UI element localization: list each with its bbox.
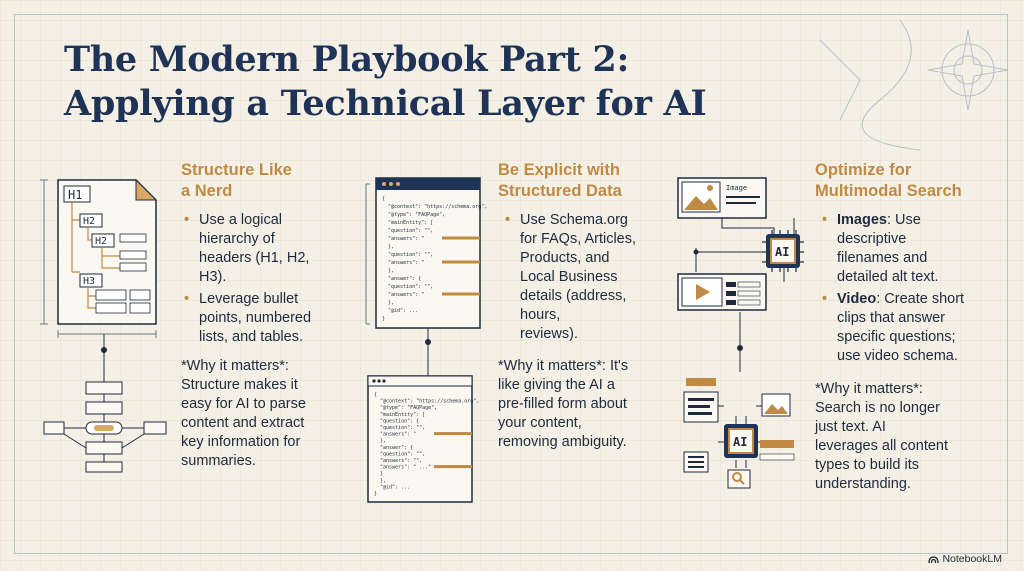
code-line: } bbox=[382, 316, 385, 322]
bullet-label: Images bbox=[837, 212, 887, 228]
magnifier-icon bbox=[732, 472, 745, 485]
heading-line: Structure Like bbox=[181, 161, 292, 179]
code-line: }, bbox=[388, 244, 394, 250]
h3-label: H3 bbox=[83, 276, 95, 287]
h1-label: H1 bbox=[68, 188, 82, 202]
ai-chip-label-2: AI bbox=[733, 435, 747, 449]
h2-label: H2 bbox=[83, 216, 95, 227]
heading-line: Be Explicit with bbox=[498, 161, 620, 179]
code-line: "@context": "https://schema.org", bbox=[388, 204, 487, 210]
code-value-highlight bbox=[442, 260, 480, 264]
ai-chip-label: AI bbox=[775, 245, 789, 259]
bullet-item: Use a logical hierarchy of headers (H1, … bbox=[181, 211, 351, 287]
code-value-highlight bbox=[434, 465, 472, 469]
heading-line: a Nerd bbox=[181, 182, 233, 200]
code-lines-top: {"@context": "https://schema.org", "@type… bbox=[382, 196, 487, 322]
code-line: }, bbox=[380, 478, 386, 484]
code-line: "answers": "", bbox=[380, 458, 422, 464]
code-line: "mainEntity": [ bbox=[380, 412, 425, 418]
heading-line: Multimodal Search bbox=[815, 182, 962, 200]
code-lines-bottom: {"@context": "https://schema.org","@type… bbox=[374, 392, 479, 497]
code-line: "@id": ... bbox=[380, 484, 410, 490]
column-2-heading: Be Explicit with Structured Data bbox=[498, 160, 622, 202]
column-3-why: *Why it matters*: Search is no longer ju… bbox=[815, 381, 948, 492]
code-line: } bbox=[374, 491, 377, 497]
ai-chip-icon-2: AI bbox=[724, 424, 758, 458]
compass-rose-icon bbox=[819, 19, 1009, 151]
code-line: "answers": " bbox=[388, 236, 424, 242]
column-1-bullets: Use a logical hierarchy of headers (H1, … bbox=[181, 211, 351, 350]
code-line: "answers": " ..." bbox=[380, 465, 431, 471]
heading-line: Structured Data bbox=[498, 182, 622, 200]
heading-line: Optimize for bbox=[815, 161, 912, 179]
code-line: { bbox=[382, 196, 385, 202]
column-1-why: *Why it matters*: Structure makes it eas… bbox=[181, 358, 306, 469]
column-3-bullets: Images: Use descriptive filenames and de… bbox=[819, 211, 999, 369]
document-hierarchy-illustration: H1 H2 H2 H3 bbox=[40, 178, 167, 473]
code-line: "answer": { bbox=[388, 276, 421, 282]
bullet-item: Use Schema.org for FAQs, Articles, Produ… bbox=[502, 211, 662, 344]
code-line: "answer": { bbox=[380, 445, 413, 451]
code-line: }, bbox=[388, 268, 394, 274]
code-line: "question": "", bbox=[388, 252, 433, 258]
bullet-item: Video: Create short clips that answer sp… bbox=[819, 290, 999, 366]
code-value-highlight bbox=[442, 292, 480, 296]
bullet-text: : Use descriptive filenames and detailed… bbox=[837, 212, 939, 285]
column-1-heading: Structure Like a Nerd bbox=[181, 160, 292, 202]
column-2-why: *Why it matters*: It's like giving the A… bbox=[498, 358, 629, 450]
title-line-2: Applying a Technical Layer for AI bbox=[64, 83, 707, 124]
schema-code-illustration: {"@context": "https://schema.org","@type… bbox=[365, 177, 487, 503]
code-line: { bbox=[374, 392, 377, 398]
code-line: "@type": "FAQPage", bbox=[380, 405, 437, 411]
bullet-label: Video bbox=[837, 291, 877, 307]
code-line: "question": "", bbox=[380, 451, 425, 457]
code-line: "@id": ... bbox=[388, 308, 418, 314]
code-line: }, bbox=[388, 300, 394, 306]
notebooklm-logo-icon bbox=[928, 555, 940, 563]
code-line: "answers": " bbox=[388, 292, 424, 298]
bullet-item: Leverage bullet points, numbered lists, … bbox=[181, 290, 351, 347]
code-line: "question": "", bbox=[388, 228, 433, 234]
bullet-item: Images: Use descriptive filenames and de… bbox=[819, 211, 999, 287]
code-line: "question": "", bbox=[380, 425, 425, 431]
h2-label-2: H2 bbox=[95, 236, 107, 247]
page-frame bbox=[14, 14, 1008, 554]
code-line: "answers": " bbox=[388, 260, 424, 266]
column-3-heading: Optimize for Multimodal Search bbox=[815, 160, 962, 202]
code-line: }, bbox=[380, 438, 386, 444]
multimodal-illustration: Image AI AI bbox=[677, 177, 804, 489]
title-line-1: The Modern Playbook Part 2: bbox=[64, 39, 630, 80]
code-value-highlight bbox=[434, 432, 472, 436]
code-line: "question": { bbox=[380, 418, 419, 424]
image-card-label: Image bbox=[726, 184, 747, 192]
page-title: The Modern Playbook Part 2: Applying a T… bbox=[64, 38, 707, 126]
code-line: "question": "", bbox=[388, 284, 433, 290]
code-line: } bbox=[380, 471, 383, 477]
code-line: "@type": "FAQPage", bbox=[388, 212, 445, 218]
notebooklm-badge: NotebookLM bbox=[928, 553, 1002, 565]
code-line: "answers": " bbox=[380, 432, 416, 438]
ai-chip-icon: AI bbox=[762, 230, 804, 272]
column-2-bullets: Use Schema.org for FAQs, Articles, Produ… bbox=[502, 211, 662, 347]
code-line: "@context": "https://schema.org", bbox=[380, 399, 479, 405]
bullet-text: : Create short clips that answer specifi… bbox=[837, 291, 965, 364]
code-value-highlight bbox=[442, 236, 480, 240]
code-line: "mainEntity": [ bbox=[388, 220, 433, 226]
badge-label: NotebookLM bbox=[942, 553, 1002, 565]
